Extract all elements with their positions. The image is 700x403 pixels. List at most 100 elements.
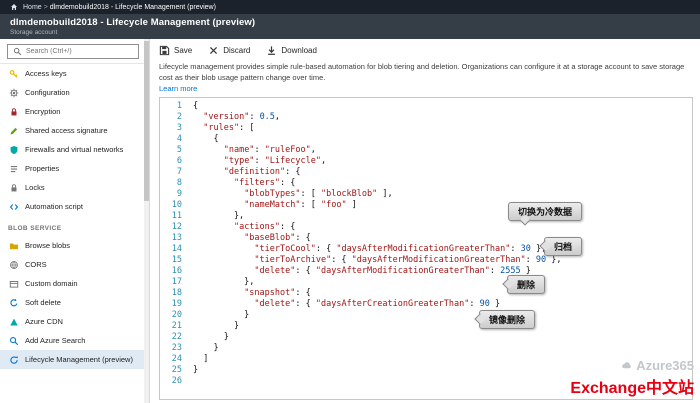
callout-annotation: 归档: [544, 236, 583, 256]
code-text: "snapshot": {: [244, 287, 311, 298]
sidebar-item-label: Shared access signature: [25, 126, 108, 135]
sidebar-item-azure-cdn[interactable]: Azure CDN: [0, 312, 149, 331]
line-number: 8: [176, 177, 182, 188]
toolbar-button-label: Save: [174, 46, 193, 55]
code-text: "actions": {: [233, 221, 296, 232]
sidebar-item-add-azure-search[interactable]: Add Azure Search: [0, 331, 149, 350]
sidebar-scrollbar-thumb[interactable]: [144, 41, 149, 201]
code-text: "name": "ruleFoo",: [223, 144, 316, 155]
search-plus-icon: [8, 335, 19, 346]
save-button[interactable]: Save: [159, 45, 192, 56]
code-line: 17 },: [160, 277, 692, 288]
code-text: }: [193, 364, 199, 375]
sidebar-item-label: Encryption: [25, 107, 61, 116]
sidebar-item-configuration[interactable]: Configuration: [0, 83, 149, 102]
line-number: 4: [176, 133, 182, 144]
line-number: 6: [176, 155, 182, 166]
sidebar-item-label: Azure CDN: [25, 317, 63, 326]
line-number: 13: [171, 232, 182, 243]
line-number: 7: [176, 166, 182, 177]
code-text: },: [193, 276, 255, 287]
code-text: "tierToCool": { "daysAfterModificationGr…: [254, 243, 547, 254]
line-number: 5: [176, 144, 182, 155]
save-icon: [159, 45, 170, 56]
line-number: 2: [176, 111, 182, 122]
download-button[interactable]: Download: [266, 45, 317, 56]
description: Lifecycle management provides simple rul…: [159, 62, 687, 95]
sidebar-search: [7, 44, 139, 59]
code-text: {: [193, 133, 219, 144]
code-line: 24 ]: [160, 354, 692, 365]
code-line: 7 "definition": {: [160, 167, 692, 178]
sidebar-item-browse-blobs[interactable]: Browse blobs: [0, 236, 149, 255]
sidebar-item-properties[interactable]: Properties: [0, 159, 149, 178]
signature-icon: [8, 125, 19, 136]
sidebar-item-encryption[interactable]: Encryption: [0, 102, 149, 121]
sidebar-item-lifecycle-management-preview[interactable]: Lifecycle Management (preview): [0, 350, 149, 369]
line-number: 25: [171, 364, 182, 375]
code-text: {: [193, 100, 199, 111]
folder-icon: [8, 240, 19, 251]
line-number: 22: [171, 331, 182, 342]
main-panel: Save Discard Download Lifecycle management…: [150, 39, 700, 403]
callout-annotation: 切换为冷数据: [508, 201, 583, 221]
page-subtitle: Storage account: [10, 29, 58, 36]
code-text: "blobTypes": [ "blockBlob" ],: [244, 188, 393, 199]
line-number: 20: [171, 309, 182, 320]
line-number: 9: [176, 188, 182, 199]
line-number: 1: [176, 100, 182, 111]
line-number: 17: [171, 276, 182, 287]
sidebar-item-label: Add Azure Search: [25, 336, 86, 345]
code-line: 23 }: [160, 343, 692, 354]
sidebar-item-access-keys[interactable]: Access keys: [0, 64, 149, 83]
sidebar-item-automation-script[interactable]: Automation script: [0, 197, 149, 216]
breadcrumb-item[interactable]: Home: [23, 3, 42, 11]
page-header: dlmdemobuild2018 - Lifecycle Management …: [0, 14, 700, 39]
breadcrumb: Home>dlmdemobuild2018 - Lifecycle Manage…: [0, 0, 700, 14]
sidebar-item-label: Custom domain: [25, 279, 78, 288]
list-icon: [8, 163, 19, 174]
code-text: }: [193, 342, 219, 353]
code-line: 20 }: [160, 310, 692, 321]
sidebar-item-label: Firewalls and virtual networks: [25, 145, 124, 154]
callout-annotation: 删除: [507, 274, 546, 294]
sidebar-item-firewalls-and-virtual-networks[interactable]: Firewalls and virtual networks: [0, 140, 149, 159]
code-line: 12 "actions": {: [160, 222, 692, 233]
code-line: 19 "delete": { "daysAfterCreationGreater…: [160, 299, 692, 310]
search-input[interactable]: [26, 48, 134, 55]
code-line: 6 "type": "Lifecycle",: [160, 156, 692, 167]
sidebar-item-soft-delete[interactable]: Soft delete: [0, 293, 149, 312]
sidebar-item-custom-domain[interactable]: Custom domain: [0, 274, 149, 293]
line-number: 23: [171, 342, 182, 353]
code-text: "delete": { "daysAfterCreationGreaterTha…: [254, 298, 501, 309]
code-line: 25}: [160, 365, 692, 376]
line-number: 26: [171, 375, 182, 386]
sidebar-scrollbar: [144, 39, 149, 403]
command-bar: Save Discard Download: [159, 40, 693, 61]
sidebar-item-shared-access-signature[interactable]: Shared access signature: [0, 121, 149, 140]
code-line: 10 "nameMatch": [ "foo" ]: [160, 200, 692, 211]
code-line: 9 "blobTypes": [ "blockBlob" ],: [160, 189, 692, 200]
code-text: },: [193, 210, 245, 221]
code-text: "definition": {: [223, 166, 301, 177]
json-code-editor[interactable]: 1 {2 "version": 0.5,3 "rules": [4 {5 "nam…: [159, 96, 693, 400]
code-line: 26: [160, 376, 692, 387]
sidebar-item-label: Locks: [25, 183, 45, 192]
breadcrumb-separator: >: [43, 3, 48, 11]
code-text: "baseBlob": {: [244, 232, 311, 243]
discard-button[interactable]: Discard: [208, 45, 250, 56]
sidebar-item-cors[interactable]: CORS: [0, 255, 149, 274]
code-text: "version": 0.5,: [203, 111, 281, 122]
code-line: 21 }: [160, 321, 692, 332]
learn-more-link[interactable]: Learn more: [159, 84, 198, 93]
code-text: }: [193, 320, 240, 331]
code-line: 4 {: [160, 134, 692, 145]
home-icon: [8, 2, 19, 13]
description-text: Lifecycle management provides simple rul…: [159, 62, 685, 82]
discard-icon: [208, 45, 219, 56]
line-number: 24: [171, 353, 182, 364]
domain-icon: [8, 278, 19, 289]
code-line: 3 "rules": [: [160, 123, 692, 134]
sidebar-item-locks[interactable]: Locks: [0, 178, 149, 197]
line-number: 18: [171, 287, 182, 298]
